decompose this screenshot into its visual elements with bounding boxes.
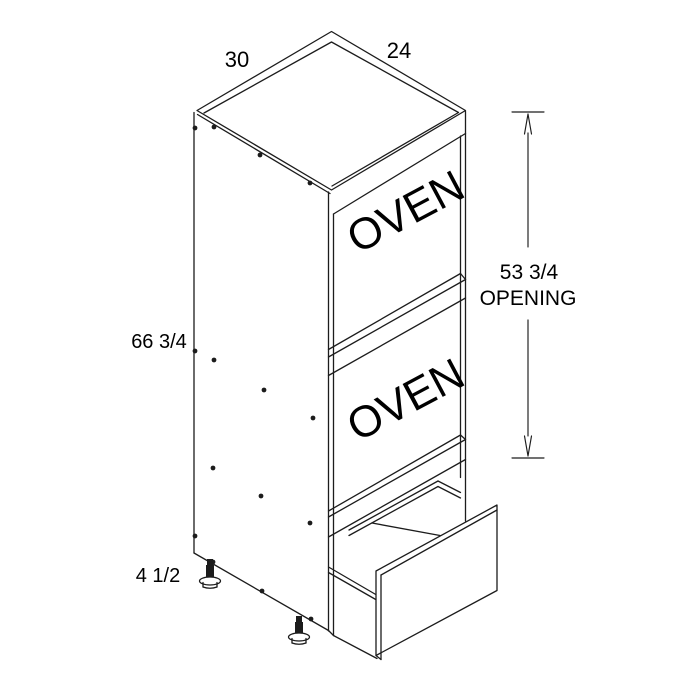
- drawer-box: [327, 504, 498, 661]
- front-frame-right-edge: [459, 110, 467, 522]
- opening-word-label: OPENING: [480, 287, 577, 310]
- shelf-pin-holes: [192, 124, 316, 622]
- lower-rail: [327, 434, 467, 538]
- opening-value-label: 53 3/4: [500, 261, 559, 284]
- drawer-front-panel: [375, 504, 498, 657]
- height-label: 66 3/4: [131, 331, 187, 353]
- oven-top-label: OVEN: [339, 161, 472, 263]
- oven-bottom-label: OVEN: [339, 349, 472, 451]
- toe-kick-label: 4 1/2: [136, 565, 180, 587]
- opening-dimension-line: [511, 111, 545, 459]
- width-label: 30: [225, 47, 249, 72]
- cabinet-top-face: [196, 30, 467, 215]
- leveling-leg-back: [198, 559, 222, 589]
- side-panel: [193, 111, 335, 637]
- depth-label: 24: [387, 38, 411, 63]
- drawer-cavity-lines: [348, 480, 462, 537]
- middle-rail: [327, 272, 467, 377]
- leveling-leg-front: [287, 616, 311, 645]
